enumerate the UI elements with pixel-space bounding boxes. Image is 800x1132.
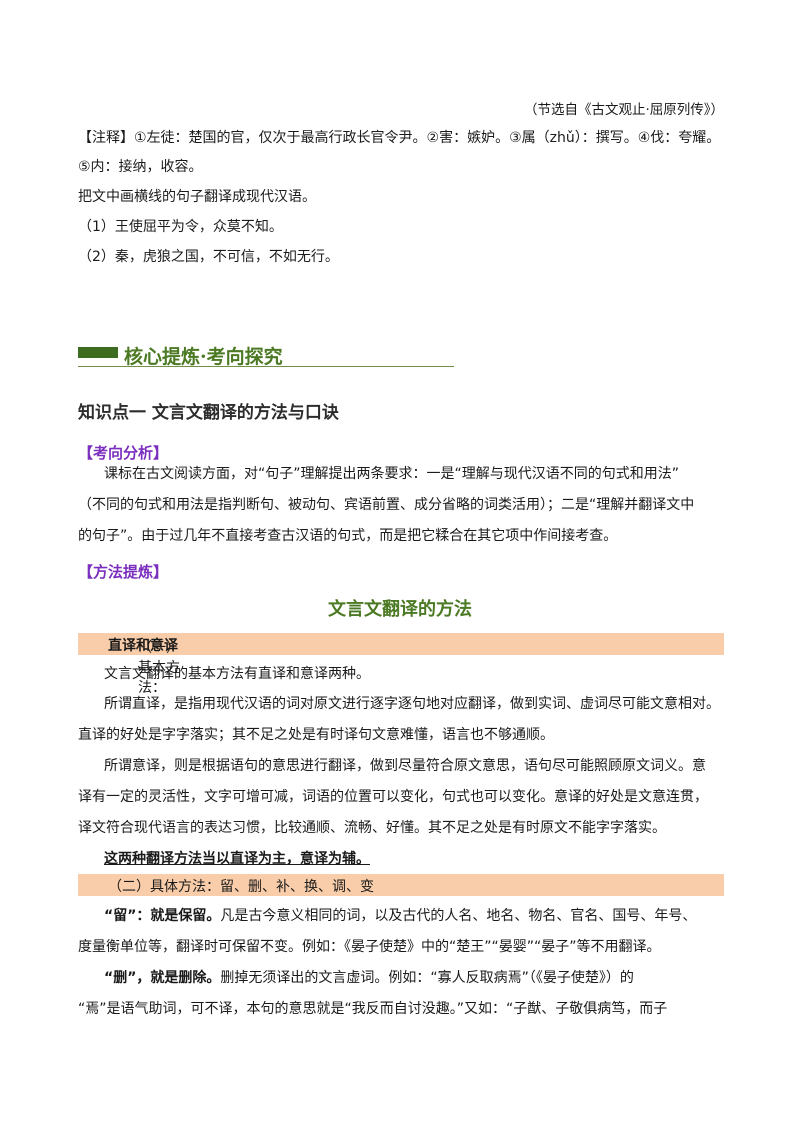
basic-method-name: 直译和意译 xyxy=(108,638,178,654)
shan-line-2: “焉”是语气助词，可不译，本句的意思就是“我反而自讨没趣。”又如：“子猷、子敬俱… xyxy=(78,1001,668,1017)
analysis-line-3: 的句子”。由于过几年不直接考查古汉语的句式，而是把它糅合在其它项中作间接考查。 xyxy=(78,528,618,544)
basic-method-prefix: （一）基本方法： xyxy=(138,640,180,696)
knowledge-point-title: 知识点一 文言文翻译的方法与口诀 xyxy=(78,403,339,423)
liu-text: 凡是古今意义相同的词，以及古代的人名、地名、物名、官名、国号、年号、 xyxy=(220,908,697,924)
section-header-title: 核心提炼·考向探究 xyxy=(124,346,283,368)
free-line-3: 译文符合现代语言的表达习惯，比较通顺、流畅、好懂。其不足之处是有时原文不能字字落… xyxy=(78,820,666,836)
section-header-rule xyxy=(78,366,454,367)
specific-method-band: （二）具体方法：留、删、补、换、调、变 xyxy=(78,874,724,896)
method-paragraph-1: 文言文翻译的基本方法有直译和意译两种。 xyxy=(104,666,370,682)
liu-line-2: 度量衡单位等，翻译时可保留不变。例如：《晏子使楚》中的“楚王”“晏婴”“晏子”等… xyxy=(78,939,661,955)
basic-method-band: （一）基本方法：直译和意译 xyxy=(78,633,724,696)
section-header: 核心提炼·考向探究 xyxy=(78,342,454,368)
section-header-bar xyxy=(78,347,118,358)
method-title: 文言文翻译的方法 xyxy=(328,599,472,620)
free-line-1: 所谓意译，则是根据语句的意思进行翻译，做到尽量符合原文意思，语句尽可能照顾原文词… xyxy=(104,758,706,774)
analysis-line-1: 课标在古文阅读方面，对“句子”理解提出两条要求：一是“理解与现代汉语不同的句式和… xyxy=(104,466,680,482)
question-2: （2）秦，虎狼之国，不可信，不如无行。 xyxy=(78,249,339,265)
method-tag: 【方法提炼】 xyxy=(78,563,169,581)
analysis-tag: 【考向分析】 xyxy=(78,444,169,462)
source-citation: （节选自《古文观止·屈原列传》） xyxy=(523,102,724,118)
method-summary: 这两种翻译方法当以直译为主，意译为辅。 xyxy=(104,851,370,867)
literal-line-1: 所谓直译，是指用现代汉语的词对原文进行逐字逐句地对应翻译，做到实词、虚词尽可能文… xyxy=(104,696,720,712)
shan-line-1: “删”，就是删除。删掉无须译出的文言虚词。例如：“寡人反取病焉”（《晏子使楚》）… xyxy=(104,968,634,988)
free-line-2: 译有一定的灵活性，文字可增可减，词语的位置可以变化，句式也可以变化。意译的好处是… xyxy=(78,789,708,805)
question-1: （1）王使屈平为令，众莫不知。 xyxy=(78,219,283,235)
notes-line-1: 【注释】①左徒：楚国的官，仅次于最高行政长官令尹。②害：嫉妒。③属（zhǔ）：撰… xyxy=(78,130,721,146)
shan-heading: “删”，就是删除。 xyxy=(104,970,221,986)
notes-line-2: ⑤内：接纳，收容。 xyxy=(78,159,203,175)
instruction: 把文中画横线的句子翻译成现代汉语。 xyxy=(78,189,316,205)
specific-method-label: （二）具体方法：留、删、补、换、调、变 xyxy=(108,879,374,895)
liu-heading: “留”：就是保留。 xyxy=(104,908,221,924)
literal-line-2: 直译的好处是字字落实；其不足之处是有时译句文意难懂，语言也不够通顺。 xyxy=(78,727,554,743)
shan-text: 删掉无须译出的文言虚词。例如：“寡人反取病焉”（《晏子使楚》）的 xyxy=(220,970,634,986)
analysis-line-2: （不同的句式和用法是指判断句、被动句、宾语前置、成分省略的词类活用）；二是“理解… xyxy=(78,497,695,513)
liu-line-1: “留”：就是保留。凡是古今意义相同的词，以及古代的人名、地名、物名、官名、国号、… xyxy=(104,906,696,926)
